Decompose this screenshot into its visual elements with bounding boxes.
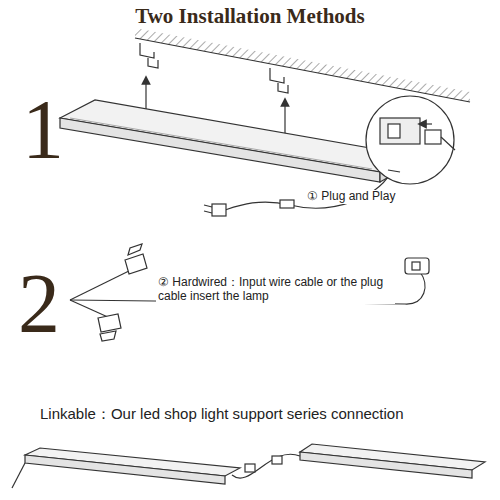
method-label: ② Hardwired：Input wire cable or the plug… <box>156 276 395 304</box>
led-lamp <box>60 100 410 182</box>
section-number: 2 <box>18 262 60 346</box>
linkable-note: Linkable：Our led shop light support seri… <box>40 405 404 422</box>
section-number: 1 <box>22 88 64 172</box>
connector-inset <box>366 96 455 184</box>
hardwire-cable <box>70 244 429 341</box>
method-label: ① Plug and Play <box>305 190 397 204</box>
mounting-clip <box>140 43 288 93</box>
ceiling <box>135 28 470 102</box>
diagram-title: Two Installation Methods <box>0 4 500 28</box>
linked-lamps <box>12 444 485 488</box>
